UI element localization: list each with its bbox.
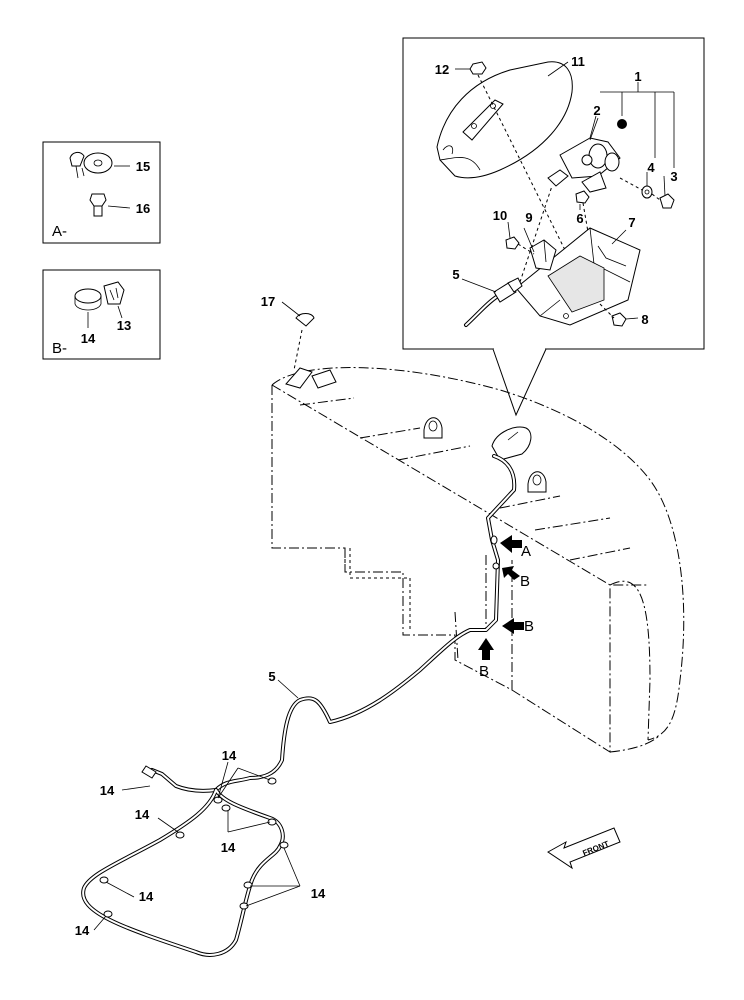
callout-5: 5 — [452, 267, 459, 282]
bullet-dot — [617, 119, 627, 129]
front-direction-arrow: FRONT — [547, 827, 621, 870]
callout-10: 10 — [493, 208, 507, 223]
clamp-leaders — [93, 761, 301, 931]
view-arrow-b1-label: B — [520, 573, 530, 590]
callout-12: 12 — [435, 62, 449, 77]
counterweight — [271, 329, 685, 753]
bolt-17 — [281, 301, 315, 327]
callout-13: 13 — [117, 318, 131, 333]
callout-2: 2 — [593, 103, 600, 118]
callout-16: 16 — [136, 201, 150, 216]
leader-5 — [277, 679, 299, 699]
callout-11: 11 — [571, 54, 585, 69]
callout-4: 4 — [647, 160, 655, 175]
clip-9 — [529, 239, 557, 271]
callout-3: 3 — [670, 169, 677, 184]
detail-view-box — [402, 37, 705, 417]
callout-14-e: 14 — [311, 886, 326, 901]
view-arrow-b2-label: B — [524, 618, 534, 635]
view-arrow-a-label: A — [521, 543, 531, 560]
lamp-assembly-2 — [547, 137, 621, 193]
inset-a-label: A- — [52, 223, 67, 240]
harness-5-main — [81, 454, 517, 957]
callout-17: 17 — [261, 294, 275, 309]
bolt-12 — [469, 61, 566, 251]
view-arrow-b3 — [478, 638, 494, 660]
bolt-6 — [575, 190, 590, 233]
harness-5-detail — [464, 185, 553, 327]
callout-14-b: 14 — [222, 748, 237, 763]
view-arrow-b3-label: B — [479, 663, 489, 680]
callout-6: 6 — [576, 211, 583, 226]
callout-8: 8 — [641, 312, 648, 327]
callout-1-bracket — [589, 82, 675, 168]
bolt-8 — [599, 303, 627, 327]
view-arrow-a — [500, 535, 522, 553]
inset-b-label: B- — [52, 340, 67, 357]
detail-leaders — [455, 61, 666, 320]
callout-14-inset: 14 — [81, 331, 96, 346]
callout-14-g: 14 — [75, 923, 90, 938]
callout-14-d: 14 — [221, 840, 236, 855]
callout-9: 9 — [525, 210, 532, 225]
callout-1: 1 — [634, 69, 641, 84]
view-arrow-b2 — [502, 618, 524, 634]
bolt-3 — [651, 193, 675, 209]
callout-14-a: 14 — [100, 783, 115, 798]
callout-15: 15 — [136, 159, 150, 174]
washer-4 — [619, 177, 653, 199]
callout-14-f: 14 — [139, 889, 154, 904]
view-arrow-b1 — [502, 566, 520, 580]
mount-bracket-7 — [515, 227, 641, 326]
callout-5-main: 5 — [268, 669, 275, 684]
lamp-cover-11 — [436, 61, 573, 179]
callout-7: 7 — [628, 215, 635, 230]
bolt-10 — [505, 236, 535, 255]
work-lamp-installed — [491, 426, 532, 461]
inset-a-box — [42, 141, 161, 244]
callout-14-c: 14 — [135, 807, 150, 822]
inset-b-box — [42, 269, 161, 360]
